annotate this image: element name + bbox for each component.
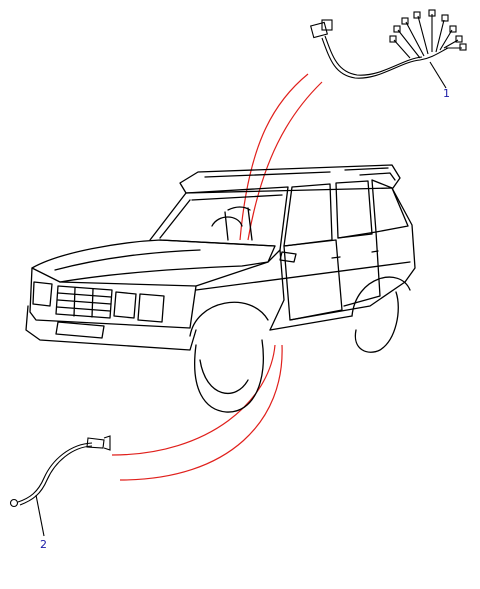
left-headlamp [32,281,53,307]
ring-terminal [9,498,19,508]
front-wheel-arch [189,301,269,337]
number-plate [55,321,105,339]
routing-lines [111,73,323,481]
item-1-wiring-harness [310,9,467,89]
door-handle-front [331,256,341,259]
front-face [29,267,197,329]
item-2-earth-lead [9,435,111,537]
routing-line-upper-outer [239,73,309,241]
harness-connector-left [310,21,328,39]
lead-cable [17,442,93,503]
roof-rack [204,167,396,181]
harness-branches [393,14,462,59]
front-bumper [25,305,197,351]
lead-connector-tip [103,435,111,451]
lead-cable-outer [19,445,93,506]
front-door [283,239,343,321]
routing-line-upper-inner [247,81,323,241]
rear-wheel-arch [351,276,411,317]
rear-quarter-window [371,179,409,233]
right-headlamp [113,291,137,319]
grille-bars [56,287,112,318]
steering-wheel [211,216,243,227]
routing-line-lower-outer [111,344,276,456]
leader-line-2 [35,494,45,537]
front-tyre-tread [199,359,249,395]
harness-main-cable-outer [324,35,423,76]
body-side-line [195,261,411,291]
rear-wheel [354,291,399,353]
right-headlamp-inner [137,293,165,323]
harness-main-cable [321,37,449,79]
front-wing [195,249,285,331]
rear-door-window [335,180,373,239]
rear-body [391,187,416,283]
front-door-window [283,183,333,247]
windscreen-inner [159,194,283,239]
vehicle-outline [25,164,416,413]
leader-line-1 [429,61,447,89]
routing-line-lower-inner [119,344,283,481]
bonnet-crease [54,249,201,271]
harness-terminals [389,9,467,51]
door-handle-rear [371,250,379,253]
callout-1: 1 [443,87,450,100]
lead-connector [86,437,105,449]
harness-connector-left-2 [321,19,333,31]
door-mirror [279,251,297,263]
bonnet [31,239,276,283]
callout-2: 2 [40,538,47,551]
seat-left [224,206,253,241]
sill [269,281,406,331]
rear-door [337,231,381,307]
front-wheel [194,339,264,413]
grille [55,285,113,319]
